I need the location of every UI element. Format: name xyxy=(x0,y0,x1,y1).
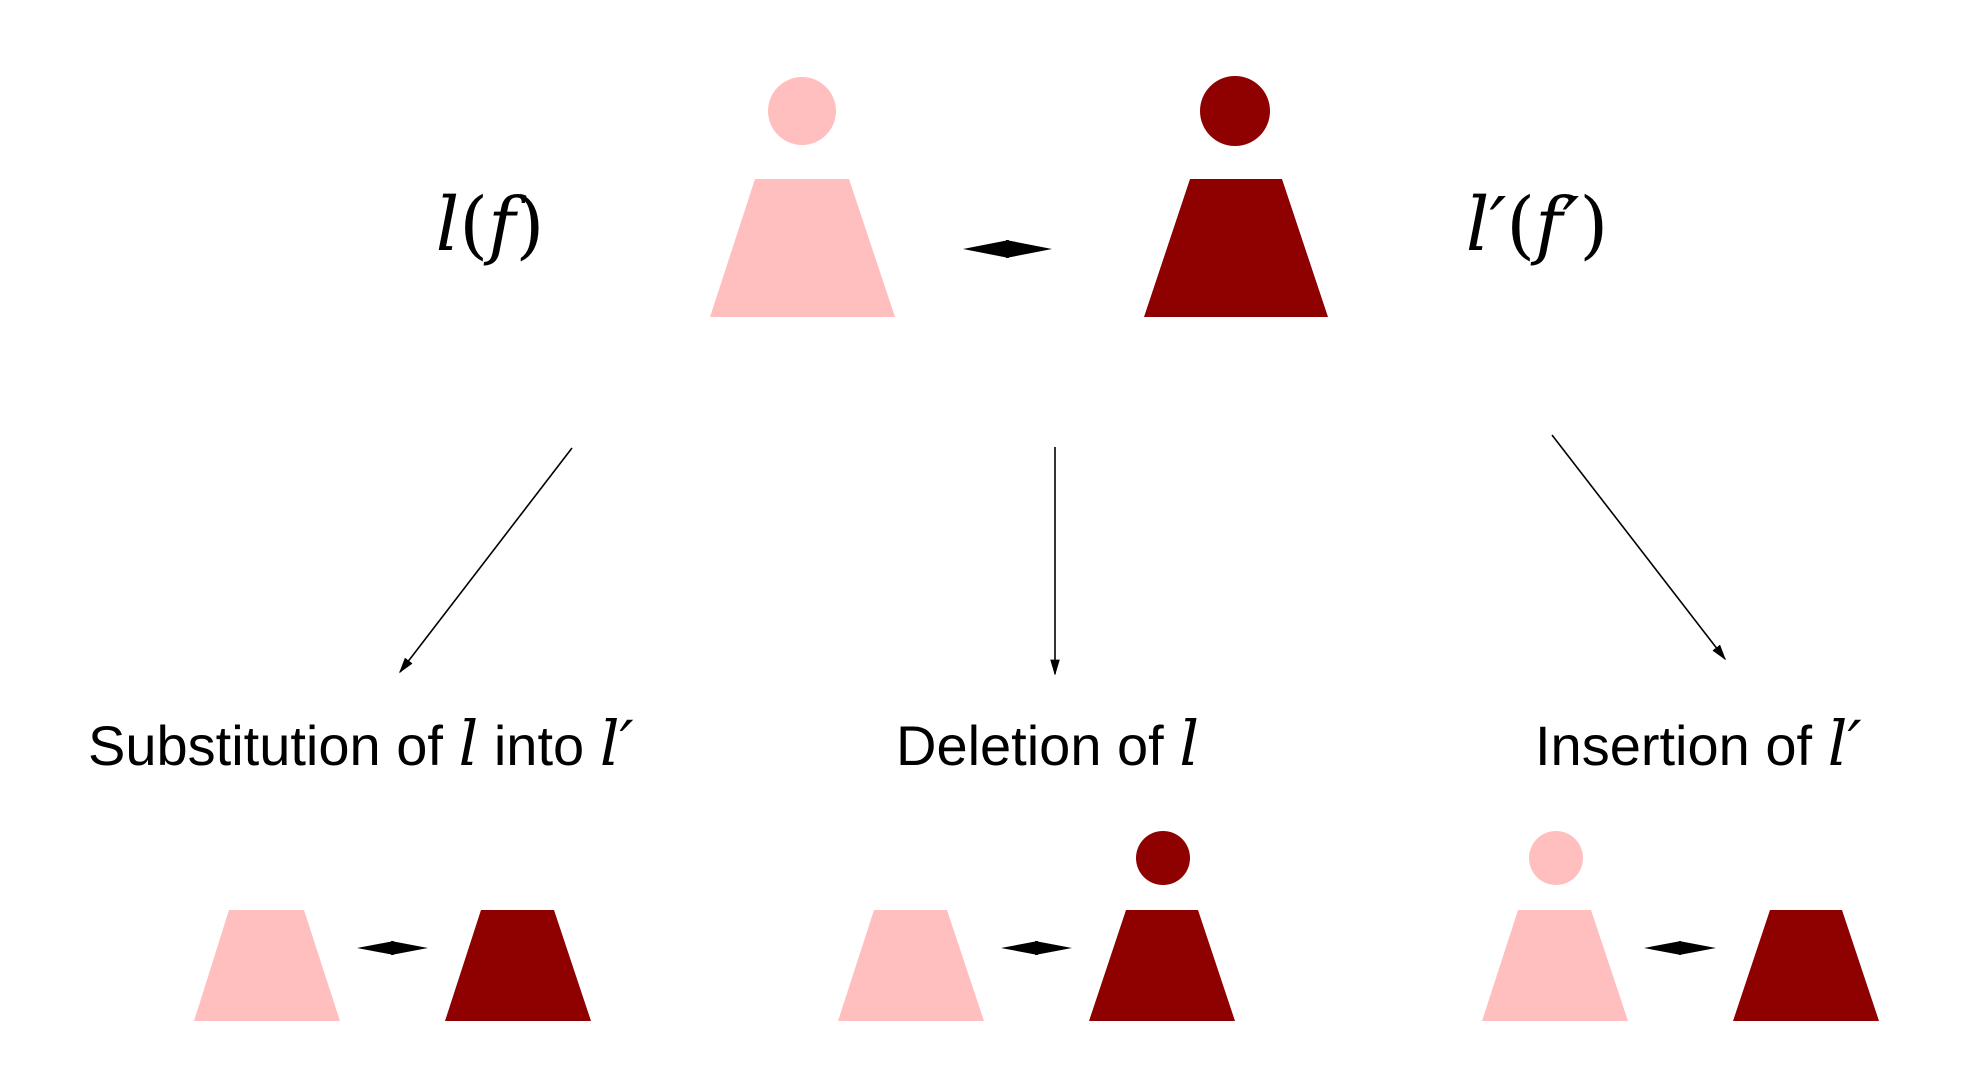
double-arrow-top xyxy=(963,240,1052,258)
label-lprime-fprime: l′(f′) xyxy=(1466,182,1608,268)
light-trapezoid xyxy=(838,910,984,1021)
dark-head-circle xyxy=(1136,831,1190,885)
caption-deletion: Deletion of l xyxy=(896,707,1199,780)
light-node-top xyxy=(710,77,895,317)
arrow-to-substitution xyxy=(399,447,573,674)
light-trapezoid xyxy=(194,910,340,1021)
arrow-to-insertion xyxy=(1551,434,1726,661)
dark-head-circle xyxy=(1200,76,1270,146)
light-trapezoid xyxy=(1482,910,1628,1021)
insertion-result xyxy=(1482,831,1879,1021)
caption-substitution: Substitution of l into l′ xyxy=(88,707,634,780)
double-arrow xyxy=(357,941,428,955)
dark-trapezoid xyxy=(1144,179,1328,317)
light-trapezoid xyxy=(710,179,895,317)
dark-trapezoid xyxy=(1733,910,1879,1021)
light-head-circle xyxy=(1529,831,1583,885)
double-arrow xyxy=(1001,941,1072,955)
dark-node-top xyxy=(1144,76,1328,317)
deletion-result xyxy=(838,831,1235,1021)
substitution-result xyxy=(194,910,591,1021)
dark-trapezoid xyxy=(1089,910,1235,1021)
label-l-f: l(f) xyxy=(436,182,545,268)
caption-insertion: Insertion of l′ xyxy=(1535,707,1862,780)
dark-trapezoid xyxy=(445,910,591,1021)
double-arrow xyxy=(1644,941,1716,955)
light-head-circle xyxy=(768,77,836,145)
